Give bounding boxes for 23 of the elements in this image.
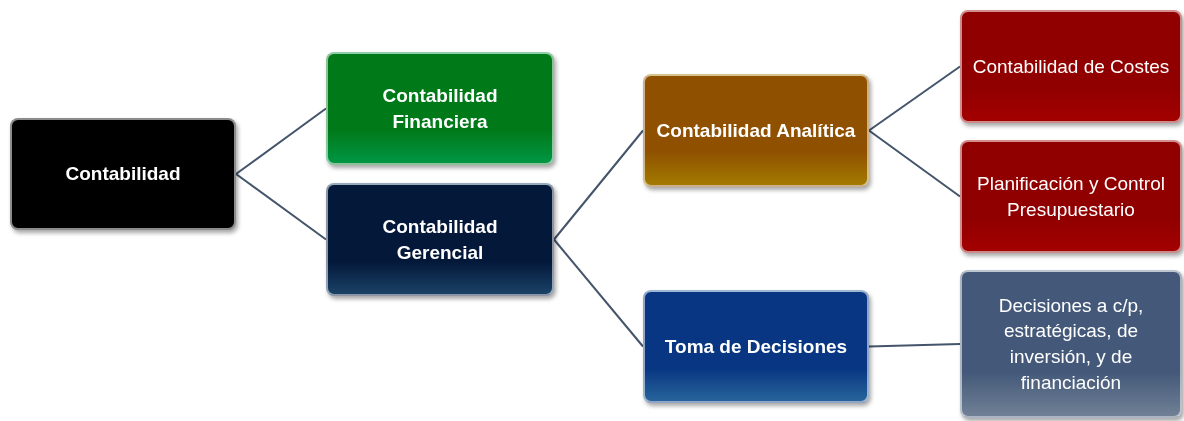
box-label: Contabilidad Analítica [656,118,856,143]
connector-line [235,173,327,241]
box-label: Contabilidad [65,162,181,187]
connector-line [553,238,644,348]
process-box [960,140,1182,253]
process-box [643,290,869,403]
process-box [643,74,869,187]
connector-line [868,65,961,132]
process-box [326,52,554,165]
box-label: Contabilidad Financiera [381,83,499,134]
connector-line [868,343,961,348]
process-box [960,270,1182,418]
box-label: Decisiones a c/p, estratégicas, de inversión, y de financiación [997,293,1145,395]
connector-line [235,107,327,175]
process-box [960,10,1182,123]
connector-line [868,129,961,198]
box-label: Contabilidad de Costes [972,54,1170,79]
connector-line [553,129,644,241]
process-box [326,183,554,296]
process-box [10,118,236,230]
box-label: Contabilidad Gerencial [381,214,499,265]
box-label: Toma de Decisiones [664,334,848,359]
box-label: Planificación y Control Presupuestario [976,171,1166,222]
